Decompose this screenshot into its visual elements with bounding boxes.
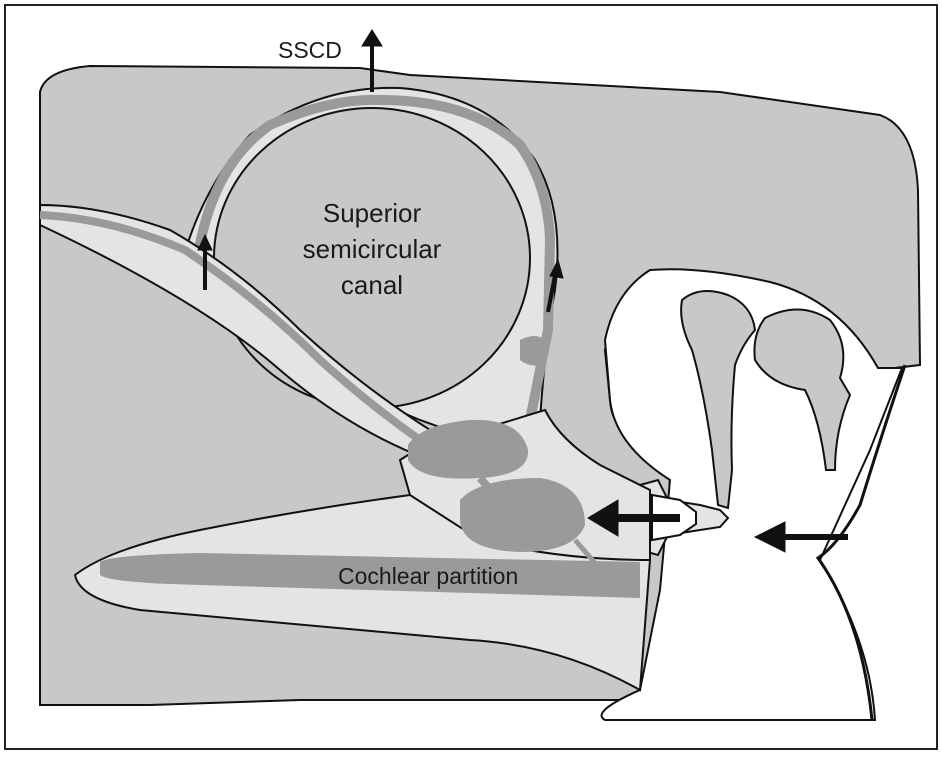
- label-canal-line3: canal: [341, 270, 403, 300]
- arrow-sscd-head: [362, 30, 382, 46]
- label-cochlear-partition: Cochlear partition: [338, 563, 518, 589]
- label-canal-line1: Superior: [323, 198, 422, 228]
- label-canal-line2: semicircular: [303, 234, 442, 264]
- label-sscd: SSCD: [278, 37, 342, 63]
- canal-bulge: [520, 336, 548, 366]
- saccule: [460, 478, 585, 552]
